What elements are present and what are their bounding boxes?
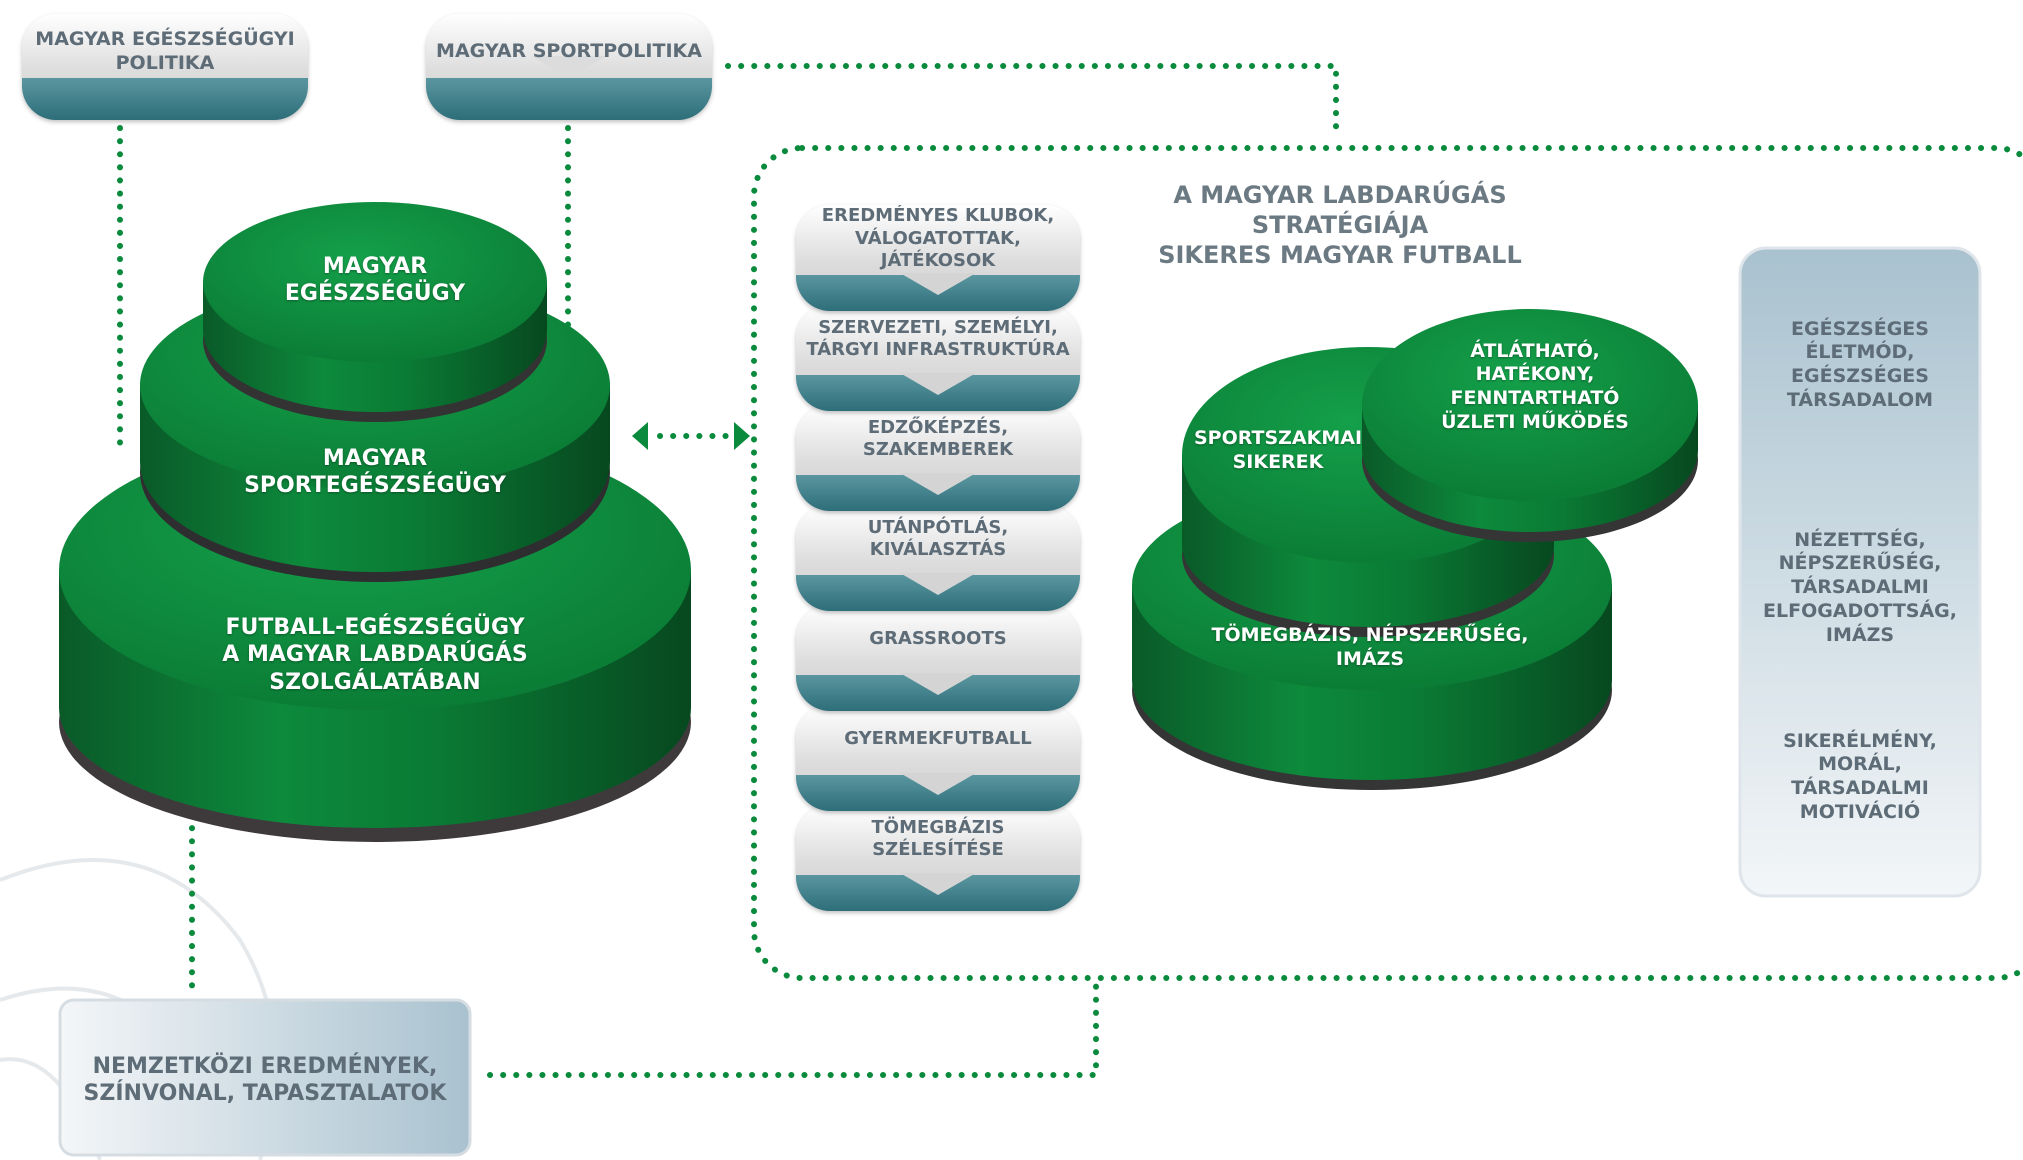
strategy-step: UTÁNPÓTLÁS, KIVÁLASZTÁS [796,505,1080,611]
strategy-step: EREDMÉNYES KLUBOK, VÁLOGATOTTAK, JÁTÉKOS… [796,205,1080,311]
panel-popularity-label: NÉZETTSÉG, NÉPSZERŰSÉG, TÁRSADALMI ELFOG… [1763,528,1957,646]
sport-policy-label: MAGYAR SPORTPOLITIKA [436,40,702,63]
strategy-step: GYERMEKFUTBALL [796,705,1080,811]
panel-motivation-label: SIKERÉLMÉNY, MORÁL, TÁRSADALMI MOTIVÁCIÓ [1783,729,1937,823]
sport-policy-box: MAGYAR SPORTPOLITIKA [426,14,712,120]
strategy-discs [1132,309,1698,790]
strategy-step-label: GRASSROOTS [869,627,1007,649]
bottom-box-bg [58,998,472,1157]
step-arrow-icon [900,673,976,695]
strategy-step: TÖMEGBÁZIS SZÉLESÍTÉSE [796,805,1080,911]
strategy-step-label: GYERMEKFUTBALL [844,727,1032,749]
step-arrow-icon [900,373,976,395]
arrow-right-icon [734,422,750,450]
cake-top-label: MAGYAR EGÉSZSÉGÜGY [284,253,466,307]
step-arrow-icon [900,873,976,895]
cake-bottom-label: FUTBALL-EGÉSZSÉGÜGY A MAGYAR LABDARÚGÁS … [222,614,528,695]
strategy-step-label: EREDMÉNYES KLUBOK, VÁLOGATOTTAK, JÁTÉKOS… [821,205,1055,272]
arrow-left-icon [632,422,648,450]
left-cake [59,202,691,842]
cake-middle-label: MAGYAR SPORTEGÉSZSÉGÜGY [244,445,506,499]
step-arrow-icon [900,773,976,795]
strategy-step: EDZŐKÉPZÉS, SZAKEMBEREK [796,405,1080,511]
strategy-step-label: SZERVEZETI, SZEMÉLYI, TÁRGYI INFRASTRUKT… [806,316,1070,361]
strategy-step-label: UTÁNPÓTLÁS, KIVÁLASZTÁS [867,516,1009,561]
disc-left-label: SPORTSZAKMAI SIKEREK [1193,427,1363,473]
strategy-title: A MAGYAR LABDARÚGÁS STRATÉGIÁJA SIKERES … [1158,181,1522,269]
strategy-step: SZERVEZETI, SZEMÉLYI, TÁRGYI INFRASTRUKT… [796,305,1080,411]
disc-right-label: ÁTLÁTHATÓ, HATÉKONY, FENNTARTHATÓ ÜZLETI… [1441,339,1629,433]
strategy-step: GRASSROOTS [796,605,1080,711]
panel-health-label: EGÉSZSÉGES ÉLETMÓD, EGÉSZSÉGES TÁRSADALO… [1786,317,1934,411]
disc-base-label: TÖMEGBÁZIS, NÉPSZERŰSÉG, IMÁZS [1211,624,1529,670]
right-panel-box [1738,246,1982,898]
international-results-label: NEMZETKÖZI EREDMÉNYEK, SZÍNVONAL, TAPASZ… [83,1053,447,1107]
strategy-step-label: TÖMEGBÁZIS SZÉLESÍTÉSE [871,816,1005,861]
connector-lines [117,63,2023,1078]
step-arrow-icon [900,573,976,595]
step-arrow-icon [900,473,976,495]
health-policy-box: MAGYAR EGÉSZSÉGÜGYI POLITIKA [22,14,308,120]
health-policy-label: MAGYAR EGÉSZSÉGÜGYI POLITIKA [35,28,295,74]
strategy-step-label: EDZŐKÉPZÉS, SZAKEMBEREK [862,416,1014,461]
step-arrow-icon [900,273,976,295]
